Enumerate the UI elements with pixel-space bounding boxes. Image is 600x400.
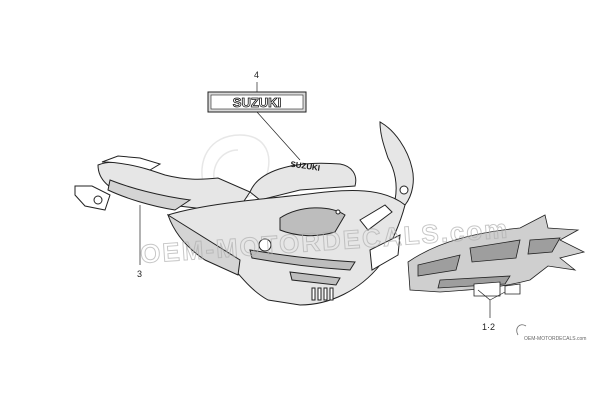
badge-text: SUZUKI bbox=[233, 95, 281, 110]
tank-logo: SUZUKI bbox=[290, 160, 321, 173]
callout-part-1-2: 1·2 bbox=[482, 322, 495, 332]
fairing-illustration bbox=[74, 121, 414, 306]
leader-lines bbox=[139, 82, 506, 318]
suzuki-badge: SUZUKI bbox=[207, 91, 307, 113]
callout-part-3: 3 bbox=[137, 269, 142, 279]
corner-watermark: OEM-MOTORDECALS.com bbox=[516, 324, 586, 342]
side-decal-graphic bbox=[407, 214, 586, 297]
callout-part-4: 4 bbox=[254, 70, 259, 80]
corner-watermark-text: OEM-MOTORDECALS.com bbox=[524, 336, 586, 342]
